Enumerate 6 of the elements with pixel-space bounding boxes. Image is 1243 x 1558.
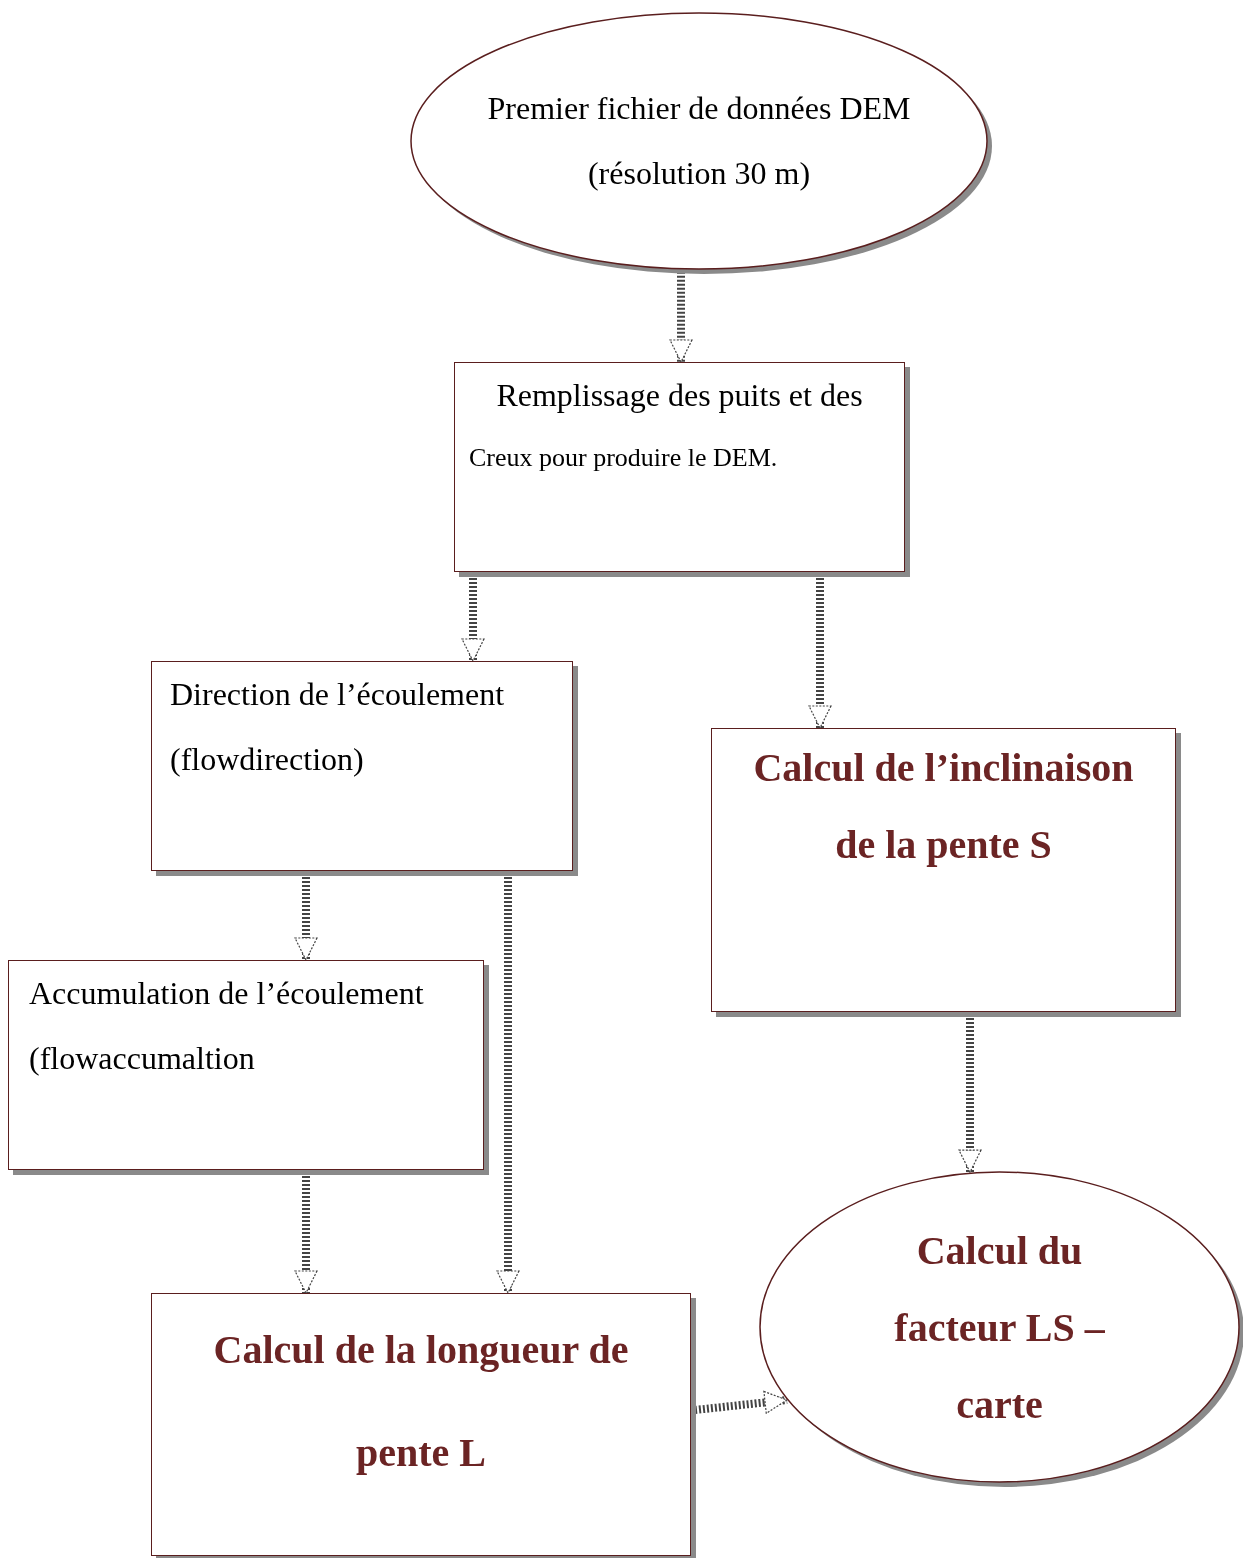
node-text: Remplissage des puits et des [495, 376, 864, 415]
node-text: Creux pour produire le DEM. [469, 442, 779, 474]
node-text: Calcul de l’inclinaison de la pente S [752, 744, 1135, 869]
node-text: Direction de l’écoulement (flowdirection) [170, 675, 506, 779]
node-text: Accumulation de l’écoulement (flowaccumaltion [29, 974, 425, 1078]
node-text: Calcul de la longueur de pente L [212, 1326, 630, 1477]
